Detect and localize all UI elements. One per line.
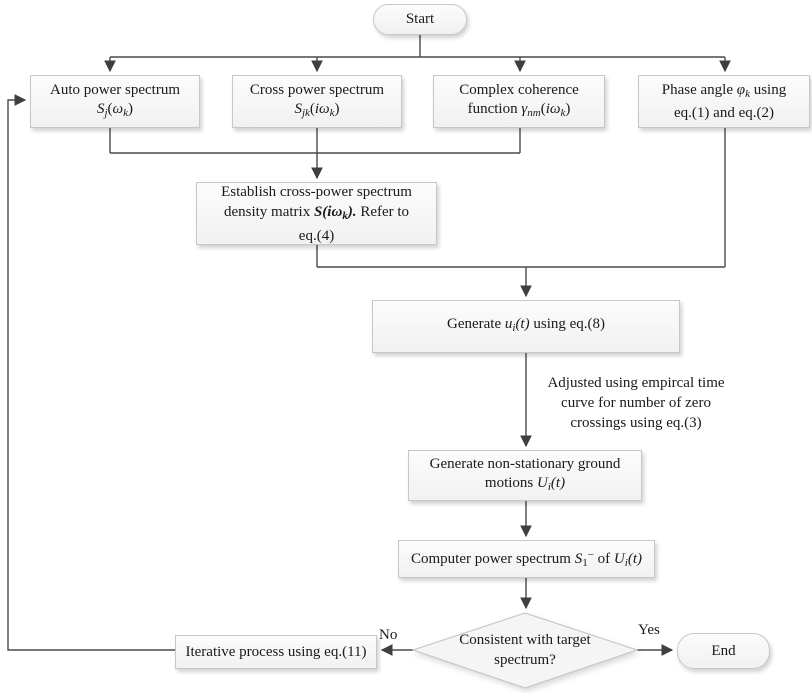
math-sym: φ [736,81,746,98]
generate-ut-label: Generate ui(t) using eq.(8) [447,315,605,338]
math-arg: iω [314,100,330,117]
label-pre: Computer power spectrum [410,550,575,567]
math-arg: (t) [627,550,642,567]
math-sym2: U [613,550,625,567]
decision-diamond-shape [411,612,639,689]
math-sub: i [547,480,551,493]
math-sym: S [96,100,105,117]
edge-collect-row [109,128,521,154]
establish-line1: Establish cross-power spectrum [221,183,412,200]
cross-power-formula: Sjk(iωk) [294,100,339,123]
node-decision: Consistent with target spectrum? [425,630,625,670]
establish-line3: eq.(4) [298,227,335,244]
phase-line2: eq.(1) and eq.(2) [674,104,774,121]
label-pre: motions [484,474,537,491]
label-post: Refer to [356,203,410,220]
math-arg: iω [545,100,561,117]
auto-power-line1: Auto power spectrum [50,81,180,98]
cross-power-line1: Cross power spectrum [249,81,385,98]
coherence-formula: function γnm(iωk) [468,100,571,123]
math-sub: jk [301,106,310,119]
compute-label: Computer power spectrum S1− of Ui(t) [411,546,642,573]
edge-feedback-loop [7,94,175,651]
math-arg-bold: (iω [322,203,343,220]
math-arg-sub: k [329,106,335,119]
node-iterative-process: Iterative process using eq.(11) [175,635,377,669]
node-cross-power-spectrum: Cross power spectrum Sjk(iωk) [232,75,402,128]
annotation-line1: Adjusted using empircal time [547,375,725,391]
math-sym: S [294,100,302,117]
label-pre: Generate [446,316,505,332]
math-sub: k [745,87,750,100]
math-paren: ) [565,100,571,117]
math-paren: ) [334,100,340,117]
math-sym: U [537,474,548,491]
math-sub: nm [527,106,541,119]
math-sub-bold: k [342,209,348,222]
math-arg: ω [112,100,124,117]
label-post: using eq.(8) [529,316,606,332]
decision-line1: Consistent with target [459,632,591,648]
label-post: using [749,81,787,98]
label-pre: Phase angle [661,81,737,98]
math-sym: u [504,316,513,332]
annotation-adjusted: Adjusted using empircal time curve for n… [528,373,744,433]
nonstationary-line2: motions Ui(t) [485,474,565,497]
coherence-line1: Complex coherence [459,81,579,98]
math-paren: ( [309,100,315,117]
math-sym: S [574,550,583,567]
label-pre: function [467,100,522,117]
node-generate-ut: Generate ui(t) using eq.(8) [372,300,680,353]
edge-start-stem [110,35,725,58]
node-compute-power-spectrum: Computer power spectrum S1− of Ui(t) [398,540,655,578]
math-arg: (t) [550,474,566,491]
math-sub: i [512,322,516,334]
edge-collect-establish-phase [316,128,726,268]
edge-label-yes: Yes [638,622,660,638]
start-label: Start [405,11,435,27]
math-arg-sub: k [123,106,129,119]
math-sub: 1 [582,556,588,569]
iterative-label: Iterative process using eq.(11) [185,643,367,660]
decision-line2: spectrum? [494,652,556,668]
end-label: End [711,642,736,659]
math-paren: ( [107,100,113,117]
auto-power-formula: Sj(ωk) [97,100,133,123]
node-start: Start [373,4,467,35]
math-sup: − [587,548,594,561]
math-arg-sub: k [560,106,566,119]
label-pre: density matrix [223,203,314,220]
annotation-line3: crossings using eq.(3) [570,415,702,431]
node-complex-coherence: Complex coherence function γnm(iωk) [433,75,605,128]
math-close-bold: ). [347,203,357,220]
annotation-line2: curve for number of zero [561,395,711,411]
math-sub: j [104,106,108,119]
node-establish-matrix: Establish cross-power spectrum density m… [196,182,437,245]
math-sub2: i [624,556,628,569]
math-paren: ( [540,100,546,117]
label-mid: of [593,550,614,567]
nonstationary-line1: Generate non-stationary ground [429,455,621,472]
math-arg: (t) [515,316,530,332]
math-paren: ) [128,100,134,117]
edge-label-no: No [379,627,398,643]
phase-line1: Phase angle φk using [662,81,786,104]
node-auto-power-spectrum: Auto power spectrum Sj(ωk) [30,75,200,128]
node-end: End [677,633,770,669]
node-generate-nonstationary: Generate non-stationary ground motions U… [408,450,642,501]
establish-line2: density matrix S(iωk). Refer to [224,202,409,226]
node-phase-angle: Phase angle φk using eq.(1) and eq.(2) [638,75,810,128]
math-sym-bold: S [313,203,323,220]
math-sym: γ [521,100,528,117]
